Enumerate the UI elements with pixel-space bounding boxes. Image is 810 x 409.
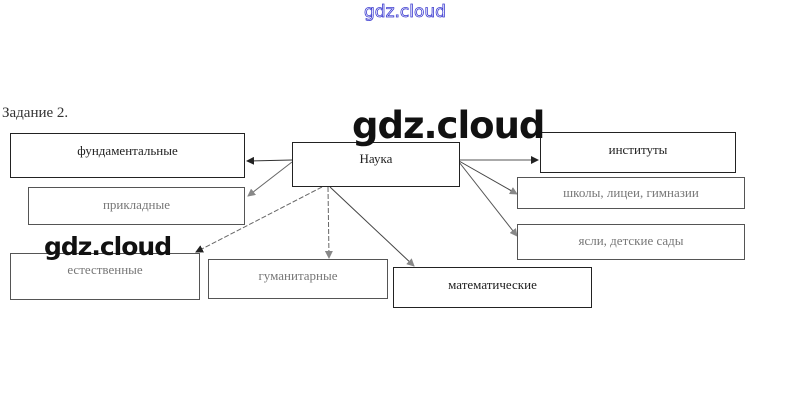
box-humanities-label: гуманитарные [258,268,338,283]
box-math: математические [393,267,592,308]
watermark-center: gdz.cloud [352,104,545,147]
box-natural-label: естественные [67,262,143,277]
arrow-to-math [329,186,415,267]
box-fundamental-label: фундаментальные [77,143,178,158]
watermark-left: gdz.cloud [44,232,172,261]
arrow-to-schools [458,160,518,195]
box-schools: школы, лицеи, гимназии [517,177,745,209]
arrow-to-humanities [324,186,333,259]
box-institutes: институты [540,132,736,173]
arrow-to-kindergartens [458,161,518,237]
box-math-label: математические [448,277,537,292]
arrow-to-applied [247,161,293,197]
box-kindergartens-label: ясли, детские сады [578,233,684,248]
box-fundamental: фундаментальные [10,133,245,178]
watermark-top: gdz.cloud [364,2,447,23]
box-kindergartens: ясли, детские сады [517,224,745,260]
box-center-label: Наука [359,151,393,166]
box-institutes-label: институты [608,142,668,157]
box-humanities: гуманитарные [208,259,388,299]
arrow-to-fundamental [246,156,293,165]
box-schools-label: школы, лицеи, гимназии [563,185,699,200]
arrow-to-natural [195,186,323,253]
box-applied-label: прикладные [102,197,171,212]
task-label: Задание 2. [2,105,69,121]
box-natural: естественные [10,253,200,300]
box-center-science: Наука [292,142,460,187]
box-applied: прикладные [28,187,245,225]
